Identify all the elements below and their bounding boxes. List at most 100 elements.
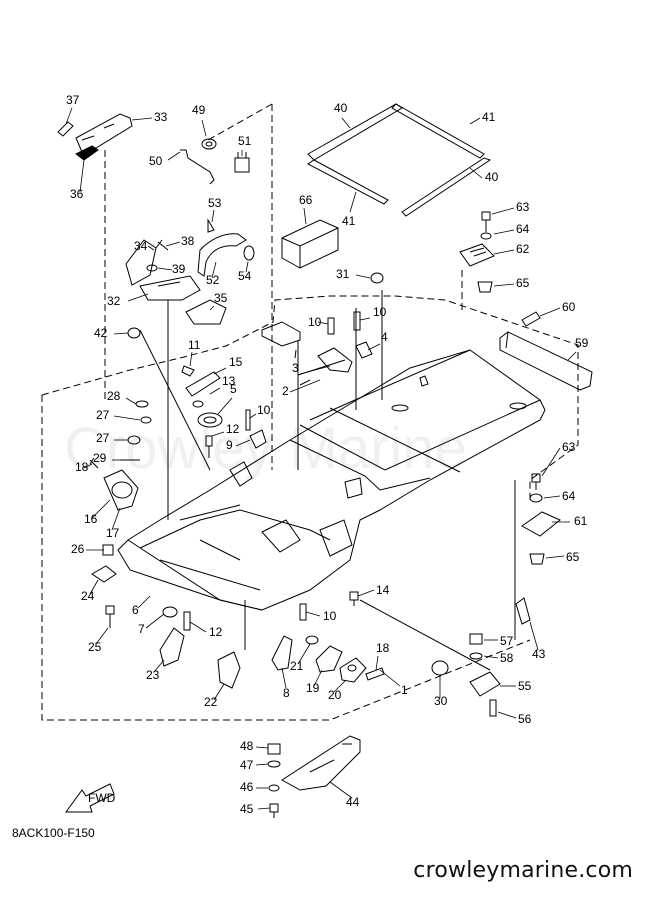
plate-32	[139, 275, 201, 301]
bracket-52	[197, 233, 247, 277]
washer-47	[267, 760, 281, 768]
figure-code: 8ACK100-F150	[12, 826, 95, 840]
cover-35	[185, 299, 227, 325]
callout-leader	[329, 781, 353, 799]
callout-number: 15	[229, 355, 243, 369]
callout-number: 40	[485, 170, 499, 184]
plug-30	[431, 660, 449, 676]
callout-leader	[491, 207, 515, 215]
watermark-text: Crowley Marine	[64, 416, 467, 481]
bracket-23	[159, 627, 185, 667]
plate-24	[91, 565, 117, 583]
callout-number: 40	[334, 101, 348, 115]
callout-number: 20	[328, 688, 342, 702]
callout-number: 36	[70, 187, 84, 201]
callout-leader	[65, 107, 73, 125]
clip-51	[234, 152, 250, 173]
callout-number: 43	[532, 647, 546, 661]
callout-number: 48	[240, 739, 254, 753]
bracket-33	[75, 113, 133, 153]
callout-leader	[209, 387, 221, 395]
washer-21	[305, 635, 319, 645]
site-url: crowleymarine.com	[413, 858, 633, 883]
screw-60	[521, 311, 541, 327]
bolt-38	[155, 239, 169, 251]
callout-number: 35	[214, 291, 228, 305]
washer-27b	[127, 435, 141, 445]
nut-48	[267, 743, 281, 755]
callout-leader	[493, 249, 515, 255]
callout-leader	[91, 499, 111, 519]
callout-leader	[211, 209, 215, 223]
bracket-2	[317, 347, 353, 373]
callout-leader	[153, 659, 165, 673]
callout-leader	[469, 167, 483, 179]
callout-number: 44	[346, 795, 360, 809]
pad-7	[162, 606, 178, 618]
callout-leader	[235, 439, 251, 447]
washer-13	[192, 400, 204, 408]
nut-65-mid	[529, 553, 545, 565]
fwd-arrow-icon: FWD	[65, 783, 116, 813]
rail-frame-40-41	[307, 103, 492, 217]
callout-number: 10	[323, 609, 337, 623]
clip-4	[355, 341, 373, 359]
callout-number: 60	[562, 300, 576, 314]
callout-number: 6	[132, 603, 139, 617]
callout-leader	[483, 655, 499, 659]
callout-leader	[497, 711, 517, 719]
callout-leader	[79, 159, 85, 193]
callout-number: 37	[66, 93, 80, 107]
bolt-18-bottom	[365, 667, 385, 681]
grommet-49	[201, 138, 217, 150]
callout-number: 51	[238, 134, 252, 148]
plate-59	[499, 331, 593, 391]
callout-leader	[83, 463, 93, 469]
callout-number: 11	[188, 338, 201, 352]
callout-leader	[125, 397, 137, 405]
callout-leader	[281, 667, 287, 689]
callout-leader	[545, 555, 565, 559]
bracket-16-17	[103, 469, 139, 511]
bolt-18-left	[89, 457, 99, 469]
bracket-43	[515, 597, 531, 625]
callout-leader	[303, 207, 307, 225]
callout-leader	[341, 117, 351, 129]
bracket-34	[125, 239, 157, 286]
fwd-label: FWD	[88, 791, 116, 805]
callout-leader	[299, 365, 331, 375]
callout-leader	[367, 343, 381, 351]
callout-number: 41	[342, 214, 356, 228]
callout-number: 64	[562, 489, 576, 503]
callout-leader	[379, 669, 401, 687]
callout-leader	[209, 305, 215, 311]
foam-block-66	[281, 219, 339, 269]
callout-leader	[257, 807, 271, 810]
callout-number: 27	[96, 408, 110, 422]
callout-leader	[493, 229, 515, 235]
callout-number: 45	[240, 802, 254, 816]
bolt-63-top	[481, 211, 491, 232]
washer-58	[469, 652, 483, 660]
callout-leader	[211, 261, 217, 279]
callout-leader	[245, 261, 249, 273]
bolt-56	[489, 699, 497, 717]
callout-number: 63	[562, 440, 576, 454]
callout-number: 52	[206, 273, 220, 287]
callout-leader	[189, 351, 193, 367]
callout-number: 2	[282, 384, 289, 398]
bolt-10-bottom	[299, 603, 307, 621]
callout-number: 24	[81, 589, 95, 603]
callout-leader	[567, 351, 577, 361]
callout-leader	[305, 611, 321, 617]
bracket-3	[261, 321, 301, 347]
callout-number: 17	[106, 526, 120, 540]
callout-leader	[317, 321, 329, 325]
callout-number: 38	[181, 234, 195, 248]
callout-leader	[539, 307, 561, 317]
nut-26	[102, 544, 114, 556]
callout-leader	[167, 151, 181, 161]
bracket-15	[185, 371, 221, 397]
callout-number: 57	[500, 634, 514, 648]
bolt-12-mid	[205, 435, 213, 458]
